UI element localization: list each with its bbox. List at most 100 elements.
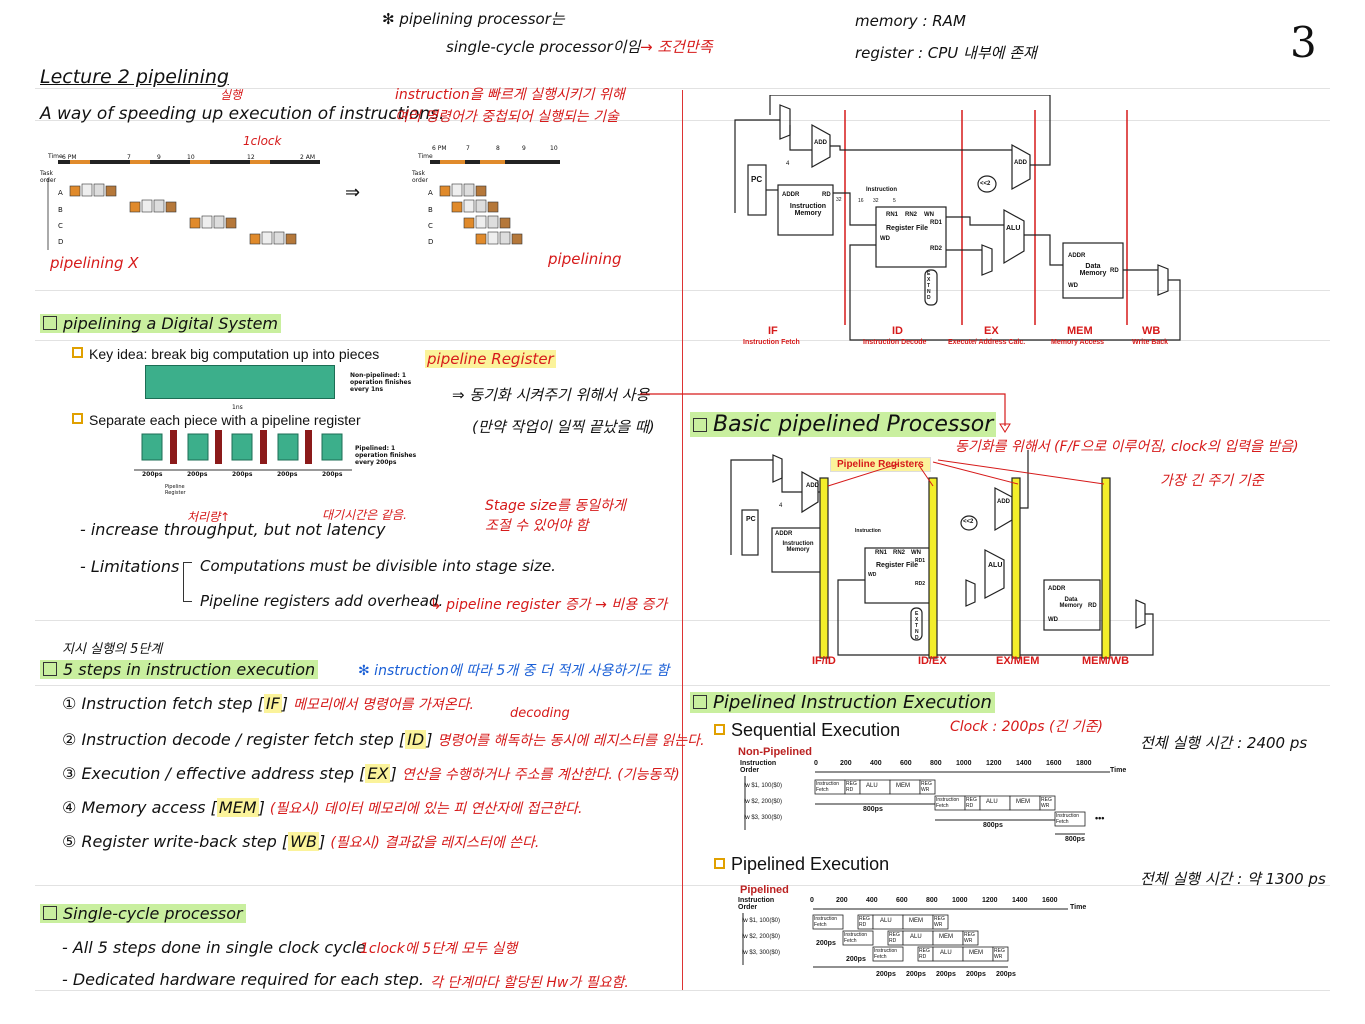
ps-label: 200ps: [232, 471, 252, 478]
dmem-label: Data Memory: [1055, 597, 1087, 609]
register-note: register : CPU 내부에 존재: [855, 42, 1037, 63]
row-label: C: [428, 222, 433, 230]
ps-label: 200ps: [322, 471, 342, 478]
addr-label: ADDR: [782, 192, 799, 198]
step-text: Instruction decode / register fetch step…: [81, 730, 405, 749]
tick-label: 10: [187, 154, 195, 161]
step-4: ④ Memory access [MEM] (필요시) 데이터 메모리에 있는 …: [62, 798, 582, 818]
wn-label: WN: [924, 212, 934, 218]
stage-ex-name: Execute/ Address Calc.: [948, 339, 1025, 346]
non-pipelined-label: Non-Pipelined: [738, 746, 812, 758]
single-line-1: - All 5 steps done in single clock cycle: [62, 938, 366, 957]
tick: 1600: [1046, 760, 1062, 767]
instr-3: lw $3, 300($0): [742, 950, 780, 956]
step-2: ② Instruction decode / register fetch st…: [62, 730, 705, 750]
rd1-label: RD1: [915, 558, 925, 564]
increase-line: - increase throughput, but not latency: [80, 520, 385, 539]
pipelined-execution-diagram: [738, 905, 1068, 985]
total-time-1: 전체 실행 시간 : 2400 ps: [1140, 732, 1307, 753]
seg-reg-wr: REG WR: [964, 932, 978, 944]
ps800-label: 800ps: [1065, 836, 1085, 843]
instr-3: lw $3, 300($0): [744, 815, 782, 821]
seg-alu: ALU: [880, 918, 892, 924]
seg-reg-rd: REG RD: [919, 948, 933, 960]
tick-label: 7: [127, 154, 131, 161]
step-num: ②: [62, 730, 76, 749]
dmem-label: Data Memory: [1076, 263, 1110, 277]
top-note-1: ✻ pipelining processor는: [382, 8, 565, 29]
addr-label: ADDR: [775, 531, 792, 537]
rn1-label: RN1: [875, 550, 887, 556]
step-close: ]: [259, 798, 265, 817]
seg-if: Instruction Fetch: [874, 948, 902, 960]
pipelined-label: Pipelined: [740, 884, 789, 896]
step-3: ③ Execution / effective address step [EX…: [62, 764, 680, 784]
memwb-label: MEM/WB: [1082, 655, 1129, 667]
ps-label: 200ps: [187, 471, 207, 478]
tick-label: 12: [247, 154, 255, 161]
pipelined-datapath: [728, 450, 1168, 665]
add-label: ADD: [1014, 160, 1027, 166]
step-num: ①: [62, 694, 76, 713]
shift-label: <<2: [963, 519, 973, 525]
top-note-3: → 조건만족: [640, 36, 713, 57]
seg-mem: MEM: [939, 934, 953, 940]
stage-if: IF: [768, 325, 778, 337]
tick: 1000: [952, 897, 968, 904]
tick: 400: [870, 760, 882, 767]
tick: 200: [836, 897, 848, 904]
wd-label: WD: [1048, 617, 1058, 623]
instruction-label: Instruction: [866, 187, 897, 193]
shift-label: <<2: [980, 181, 990, 187]
seg-mem: MEM: [909, 918, 923, 924]
stage-id: ID: [892, 325, 903, 337]
rd2-label: RD2: [930, 246, 942, 252]
separate-idea: Separate each piece with a pipeline regi…: [72, 412, 361, 428]
seg-alu: ALU: [866, 783, 878, 789]
extnd-label: EXTND: [927, 271, 933, 301]
time-label-1: Time: [48, 153, 63, 160]
ps-label: 200ps: [277, 471, 297, 478]
imem-label: Instruction Memory: [778, 541, 818, 553]
tick: 600: [896, 897, 908, 904]
limitation-2-note: ↳ pipeline register 증가 → 비용 증가: [430, 594, 667, 614]
laundry-non-pipelined-diagram: [40, 150, 330, 260]
ps-label: 200ps: [142, 471, 162, 478]
seg-if: Instruction Fetch: [844, 932, 872, 944]
tick: 1600: [1042, 897, 1058, 904]
step-note: 메모리에서 명령어를 가져온다.: [293, 697, 474, 713]
tick: 800: [926, 897, 938, 904]
time-label: Time: [1070, 904, 1086, 911]
row-label: D: [58, 238, 63, 246]
step-1: ① Instruction fetch step [IF] 메모리에서 명령어를…: [62, 694, 474, 714]
seg-reg-rd: REG RD: [966, 797, 980, 809]
limitation-2: Pipeline registers add overhead.: [200, 592, 443, 610]
seg-reg-wr: REG WR: [934, 916, 948, 928]
ifid-label: IF/ID: [812, 655, 836, 667]
pipelined-note: Pipelined: 1 operation finishes every 20…: [355, 445, 425, 466]
nonpipelined-note: Non-pipelined: 1 operation finishes ever…: [350, 372, 420, 393]
add-label: ADD: [806, 483, 819, 489]
total-time-2: 전체 실행 시간 : 약 1300 ps: [1140, 868, 1326, 889]
step-note: (필요시) 데이터 메모리에 있는 피 연산자에 접근한다.: [270, 801, 583, 817]
single-line-1-note: 1clock에 5단계 모두 실행: [360, 938, 517, 958]
laundry-pipelined-diagram: [410, 150, 570, 260]
pipeline-register-label: Pipeline Register: [165, 484, 195, 496]
intro-red-1: instruction을 빠르게 실행시키기 위해: [395, 84, 625, 104]
digital-heading-text: pipelining a Digital System: [63, 314, 278, 333]
tick-label: 8: [496, 145, 500, 152]
basic-heading-text: Basic pipelined Processor: [713, 412, 993, 437]
n32-label: 32: [873, 198, 879, 204]
step-num: ④: [62, 798, 76, 817]
register-file-label: Register File: [886, 225, 928, 232]
exmem-label: EX/MEM: [996, 655, 1039, 667]
wd-label: WD: [868, 572, 876, 578]
tick: 400: [866, 897, 878, 904]
step-note: 명령어를 해독하는 동시에 레지스터를 읽는다.: [438, 733, 705, 749]
separate-text: Separate each piece with a pipeline regi…: [89, 412, 361, 428]
rn2-label: RN2: [893, 550, 905, 556]
tick: 200: [840, 760, 852, 767]
imem-label: Instruction Memory: [787, 203, 829, 217]
page-divider: [682, 90, 683, 990]
n16-label: 16: [858, 198, 864, 204]
